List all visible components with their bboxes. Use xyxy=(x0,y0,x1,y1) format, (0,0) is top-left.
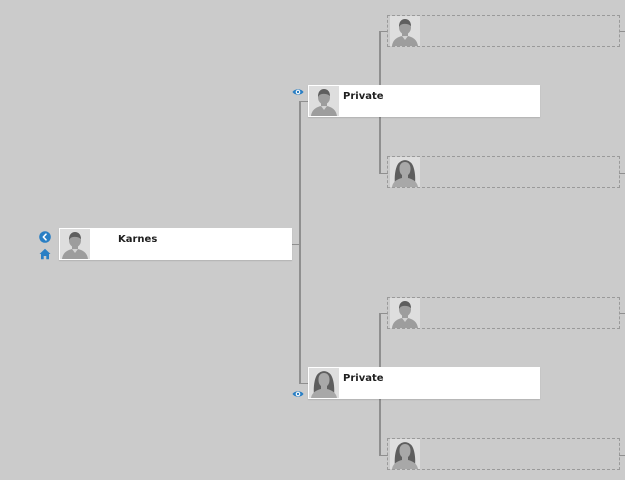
person-card-mother[interactable]: Private xyxy=(308,367,540,399)
person-name-father: Private xyxy=(343,91,384,102)
connector-offscreen-1 xyxy=(619,31,625,32)
connector-offscreen-2 xyxy=(619,173,625,174)
person-name-root: Karnes xyxy=(118,234,158,245)
person-name-mother: Private xyxy=(343,373,384,384)
connector-to-father xyxy=(299,101,308,102)
eye-icon[interactable] xyxy=(292,86,304,98)
connector-offscreen-3 xyxy=(619,313,625,314)
empty-card-paternal-grandmother[interactable] xyxy=(387,156,620,188)
empty-card-maternal-grandmother[interactable] xyxy=(387,438,620,470)
avatar-male xyxy=(390,16,420,46)
avatar-male xyxy=(309,86,339,116)
avatar-female xyxy=(390,439,420,469)
avatar-female xyxy=(309,368,339,398)
person-card-root[interactable]: Karnes xyxy=(59,228,292,260)
person-card-father[interactable]: Private xyxy=(308,85,540,117)
chevron-left-circle-icon[interactable] xyxy=(39,231,51,243)
connector-root-vertical xyxy=(299,101,301,383)
connector-to-mother xyxy=(299,383,308,384)
connector-father-to-gf xyxy=(379,31,388,32)
avatar-male xyxy=(60,229,90,259)
connector-father-to-gm xyxy=(379,173,388,174)
empty-card-maternal-grandfather[interactable] xyxy=(387,297,620,329)
eye-icon[interactable] xyxy=(292,388,304,400)
connector-mother-to-gm xyxy=(379,455,388,456)
connector-mother-to-gf xyxy=(379,313,388,314)
connector-root-stub xyxy=(292,244,300,245)
home-icon[interactable] xyxy=(39,248,51,260)
empty-card-paternal-grandfather[interactable] xyxy=(387,15,620,47)
avatar-female xyxy=(390,157,420,187)
connector-offscreen-4 xyxy=(619,455,625,456)
avatar-male xyxy=(390,298,420,328)
